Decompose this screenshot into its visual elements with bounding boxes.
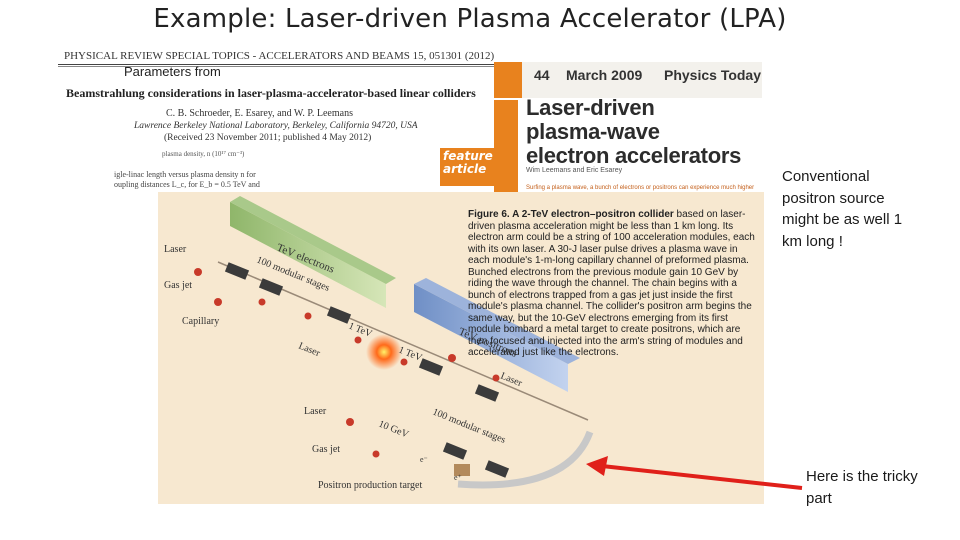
upper-modules — [224, 262, 352, 324]
physics-today-header: 44 March 2009 Physics Today — [494, 62, 762, 98]
positron-arm-top — [414, 278, 580, 364]
page-number: 44 — [534, 67, 550, 83]
label-laser-mid: Laser — [297, 341, 322, 360]
electron-arm-bar — [230, 202, 386, 308]
electron-arm-top — [230, 196, 396, 284]
paper-journal-line: PHYSICAL REVIEW SPECIAL TOPICS - ACCELER… — [64, 50, 495, 62]
paper-plot-label: plasma density, n (10¹⁷ cm⁻³) — [162, 150, 245, 158]
label-capillary: Capillary — [182, 316, 219, 327]
label-e-plus: e⁺ — [454, 473, 462, 482]
label-gas-jet-top: Gas jet — [164, 280, 192, 291]
positron-arm-bar — [414, 284, 568, 392]
orange-tab — [494, 62, 522, 98]
tricky-part-note: Here is the tricky part — [806, 468, 918, 507]
label-laser-top: Laser — [164, 244, 187, 255]
label-e-minus: e⁻ — [420, 455, 428, 464]
label-gas-jet-bottom: Gas jet — [312, 444, 340, 455]
label-positron-target: Positron production target — [318, 480, 422, 491]
lower-modules — [418, 358, 510, 478]
article-title-line: Laser-driven — [526, 95, 655, 120]
article-title: Laser-driven plasma-wave electron accele… — [526, 96, 766, 168]
parameters-label: Parameters from — [124, 64, 221, 79]
collider-figure: Laser Gas jet Capillary TeV electrons 10… — [158, 192, 764, 504]
paper-rule-secondary — [58, 66, 494, 67]
feature-article-badge: feature article — [440, 148, 494, 186]
figure-caption-lead: Figure 6. A 2-TeV electron–positron coll… — [468, 209, 674, 220]
figure-caption-body: based on laser-driven plasma acceleratio… — [468, 209, 755, 358]
issue-date: March 2009 — [566, 67, 643, 83]
paper-title: Beamstrahlung considerations in laser-pl… — [66, 86, 476, 100]
bunches — [194, 268, 500, 458]
article-title-line: plasma-wave — [526, 119, 660, 144]
article-title-line: electron accelerators — [526, 143, 742, 168]
paper-caption-line: oupling distances L_c, for E_b = 0.5 TeV… — [114, 180, 260, 189]
label-one-tev-left: 1 TeV — [347, 321, 374, 341]
collider-diagram: Laser Gas jet Capillary TeV electrons 10… — [164, 196, 594, 491]
badge-line: article — [443, 162, 487, 176]
label-ten-gev: 10 GeV — [377, 419, 411, 441]
positron-target-block — [454, 464, 470, 476]
slide-title: Example: Laser-driven Plasma Accelerator… — [153, 4, 787, 34]
paper-affiliation: Lawrence Berkeley National Laboratory, B… — [134, 121, 418, 131]
paper-received: (Received 23 November 2011; published 4 … — [164, 133, 372, 143]
label-laser-bottom: Laser — [304, 406, 327, 417]
paper-excerpt: PHYSICAL REVIEW SPECIAL TOPICS - ACCELER… — [58, 46, 494, 196]
red-arrow-shaft — [601, 464, 803, 490]
label-modular-stages-bottom: 100 modular stages — [431, 407, 507, 446]
collision-flash — [366, 334, 402, 370]
paper-rule — [58, 64, 494, 65]
figure-caption: Figure 6. A 2-TeV electron–positron coll… — [468, 209, 758, 359]
positron-return-arrow — [457, 430, 594, 489]
positron-source-note: Conventional positron source might be as… — [782, 168, 903, 250]
badge-line: feature — [443, 149, 493, 163]
red-arrow-head — [586, 456, 608, 476]
paper-authors: C. B. Schroeder, E. Esarey, and W. P. Le… — [166, 108, 353, 119]
article-authors: Wim Leemans and Eric Esarey — [526, 167, 623, 174]
magazine-name: Physics Today — [664, 67, 762, 83]
orange-side-bar — [494, 100, 518, 192]
red-arrow — [586, 456, 803, 490]
paper-caption-line: igle-linac length versus plasma density … — [114, 170, 256, 179]
